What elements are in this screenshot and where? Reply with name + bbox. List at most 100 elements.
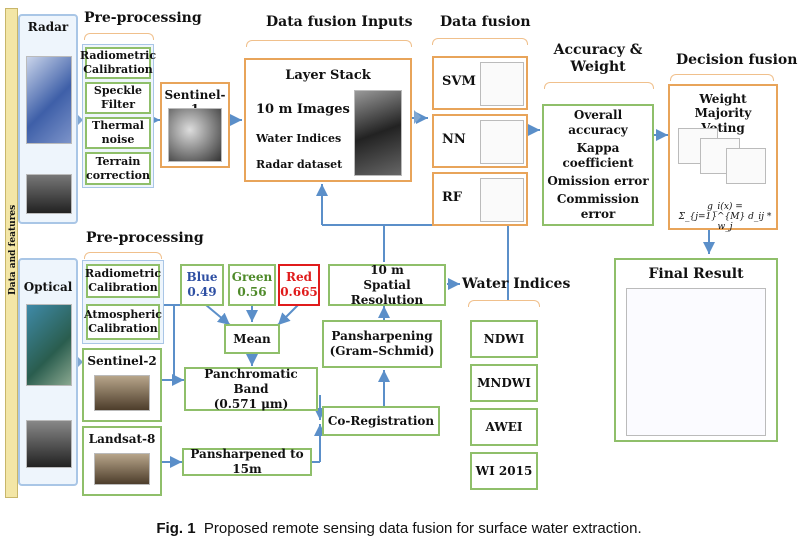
optical-label: Optical — [23, 280, 73, 294]
radar-step-label: Radiometric Calibration — [79, 49, 157, 76]
band-red-value: 0.665 — [280, 285, 318, 299]
water-indices-brace — [468, 300, 540, 307]
metric-omission: Omission error — [547, 174, 649, 189]
metric-kappa: Kappa coefficient — [562, 140, 634, 170]
index-label: AWEI — [485, 419, 523, 434]
accuracy-title-line1: Accuracy & — [553, 42, 643, 58]
pansharpening-box: Pansharpening (Gram–Schmid) — [322, 320, 442, 368]
landsat8-image — [94, 453, 150, 485]
index-label: WI 2015 — [475, 463, 533, 478]
metric-overall: Overall accuracy — [568, 107, 628, 137]
decision-fusion-box: Weight Majority Voting g_i(x) = Σ_{j=1}^… — [668, 84, 778, 232]
band-blue-value: 0.49 — [187, 285, 217, 299]
decision-fusion-title: Decision fusion — [676, 52, 798, 68]
spatial-res-line2: Spatial Resolution — [350, 277, 424, 307]
sentinel2-label: Sentinel-2 — [87, 354, 157, 368]
data-fusion-title: Data fusion — [440, 14, 531, 30]
radar-image — [26, 56, 72, 144]
spatial-resolution-box: 10 m Spatial Resolution — [328, 262, 446, 307]
pansharpened-box: Pansharpened to 15m — [182, 447, 312, 476]
sentinel2-box: Sentinel-2 — [82, 348, 162, 422]
fusion-inputs-brace — [246, 40, 412, 47]
data-fusion-brace — [432, 38, 528, 45]
final-result-box: Final Result — [614, 258, 778, 442]
layer-stack-image — [354, 90, 402, 176]
optical-step-label: Atmospheric Calibration — [84, 308, 162, 335]
svm-result-image — [480, 62, 524, 106]
band-green-value: 0.56 — [237, 285, 267, 299]
radar-stack-image — [26, 174, 72, 214]
band-green-name: Green — [231, 270, 273, 284]
nn-label: NN — [442, 132, 466, 147]
coregistration-box: Co-Registration — [322, 406, 440, 436]
index-ndwi: NDWI — [470, 320, 538, 358]
stack-item-images: 10 m Images — [256, 102, 350, 117]
svm-box: SVM — [432, 56, 528, 110]
band-green-box: Green 0.56 — [228, 264, 276, 306]
radar-preprocessing-title: Pre-processing — [84, 10, 202, 26]
water-indices-title: Water Indices — [462, 276, 571, 292]
decision-method-line1: Weight Majority — [694, 92, 752, 121]
index-label: NDWI — [483, 331, 525, 346]
radar-step-terrain: Terrain correction — [85, 152, 151, 185]
index-label: MNDWI — [477, 375, 531, 390]
rf-result-image — [480, 178, 524, 222]
layer-stack-title: Layer Stack — [285, 68, 371, 83]
final-result-map — [626, 288, 766, 436]
radar-label: Radar — [27, 20, 69, 34]
band-red-name: Red — [286, 270, 312, 284]
optical-step-label: Radiometric Calibration — [84, 267, 162, 294]
nn-box: NN — [432, 114, 528, 168]
svm-label: SVM — [442, 74, 476, 89]
metric-commission: Commission error — [556, 192, 640, 222]
index-wi2015: WI 2015 — [470, 452, 538, 490]
band-blue-box: Blue 0.49 — [180, 264, 224, 306]
figure-caption: Fig. 1 Proposed remote sensing data fusi… — [0, 520, 798, 537]
side-label: Data and features — [8, 204, 18, 295]
radar-step-thermal: Thermal noise — [85, 117, 151, 149]
optical-panel: Optical — [18, 258, 78, 486]
fusion-inputs-title: Data fusion Inputs — [266, 14, 413, 30]
radar-step-radiometric: Radiometric Calibration — [80, 47, 156, 79]
arrow-blue-to-mean — [205, 304, 231, 326]
coregistration-label: Co-Registration — [327, 413, 435, 428]
spatial-res-line1: 10 m — [370, 262, 404, 277]
panchromatic-label: Panchromatic Band — [204, 366, 298, 396]
rf-box: RF — [432, 172, 528, 226]
index-awei: AWEI — [470, 408, 538, 446]
voting-image-3 — [726, 148, 766, 184]
landsat8-label: Landsat-8 — [88, 432, 156, 446]
sentinel2-image — [94, 375, 150, 411]
band-blue-name: Blue — [186, 270, 218, 284]
radar-step-speckle: Speckle Filter — [85, 82, 151, 114]
accuracy-title-line2: Weight — [570, 58, 626, 75]
nn-result-image — [480, 120, 524, 164]
arrow-red-to-mean — [277, 304, 299, 326]
optical-step-radiometric: Radiometric Calibration — [84, 264, 162, 298]
stack-item-indices: Water Indices — [256, 132, 342, 145]
optical-preprocessing-brace — [84, 252, 162, 259]
sentinel1-box: Sentinel-1 — [160, 82, 230, 168]
pansharpening-label: Pansharpening — [331, 329, 433, 343]
mean-box: Mean — [224, 324, 280, 354]
optical-stack-image — [26, 420, 72, 468]
pansharpened-label: Pansharpened to 15m — [190, 447, 304, 476]
voting-formula: g_i(x) = Σ_{j=1}^{M} d_ij * w_j — [678, 202, 772, 232]
panchromatic-value: (0.571 μm) — [213, 396, 289, 411]
accuracy-title: Accuracy & Weight — [544, 42, 652, 76]
landsat8-box: Landsat-8 — [82, 426, 162, 496]
radar-preprocessing-brace — [84, 33, 154, 40]
sentinel1-image — [168, 108, 222, 162]
rf-label: RF — [442, 190, 463, 205]
radar-step-label: Thermal noise — [92, 119, 144, 146]
mean-label: Mean — [233, 331, 271, 346]
caption-fig: Fig. 1 — [156, 520, 196, 537]
radar-panel: Radar — [18, 14, 78, 224]
stack-item-radar: Radar dataset — [256, 158, 343, 171]
side-bar: Data and features — [5, 8, 18, 498]
accuracy-brace — [544, 82, 654, 89]
decision-fusion-brace — [670, 74, 774, 81]
optical-image — [26, 304, 72, 386]
index-mndwi: MNDWI — [470, 364, 538, 402]
